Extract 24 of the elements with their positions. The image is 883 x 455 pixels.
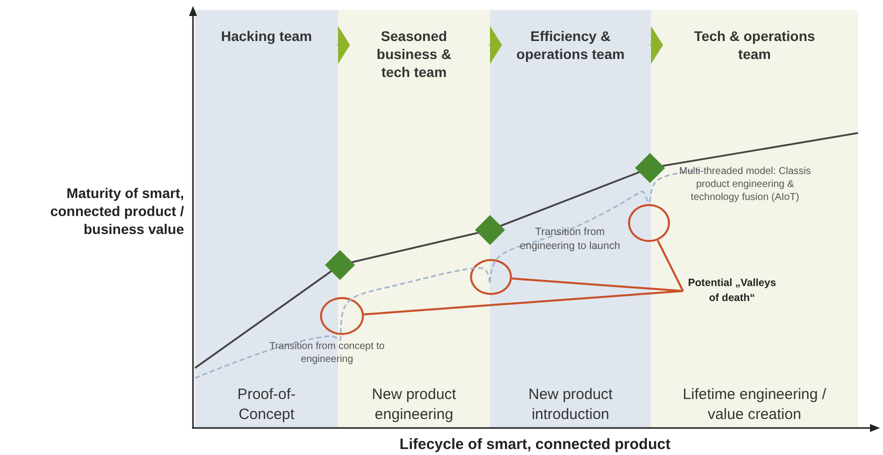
callout-text: Potential „Valleys of death“: [682, 276, 782, 306]
leader-line: [512, 278, 684, 292]
team-heading: Efficiency & operations team: [516, 27, 626, 64]
phase-name: Lifetime engineering / value creation: [682, 385, 828, 424]
chevron-arrow: [488, 26, 502, 64]
phase-band: [651, 10, 858, 428]
phase-name: Proof-of-Concept: [236, 385, 297, 424]
team-heading: Hacking team: [220, 27, 314, 46]
annotation-text: Transition from concept to engineering: [268, 340, 386, 366]
team-heading: Tech & operations team: [692, 27, 816, 64]
chevron-arrow: [650, 26, 663, 64]
highlight-circle: [470, 259, 512, 295]
leader-line: [656, 240, 684, 292]
highlight-circle: [320, 297, 364, 335]
axis-title: Maturity of smart, connected product / business value: [49, 184, 184, 239]
team-heading: Seasoned business & tech team: [376, 27, 452, 82]
phase-name: New product engineering: [370, 385, 458, 424]
highlight-circle: [628, 204, 670, 242]
annotation-text: Multi-threaded model: Classis product engineering & technology fusion (AIoT): [678, 165, 812, 204]
chevron-arrow: [336, 26, 350, 64]
axis-title: Lifecycle of smart, connected product: [398, 435, 672, 454]
phase-name: New product introduction: [527, 385, 614, 424]
phase-band: [490, 10, 651, 428]
annotation-text: Transition from engineering to launch: [518, 226, 622, 254]
